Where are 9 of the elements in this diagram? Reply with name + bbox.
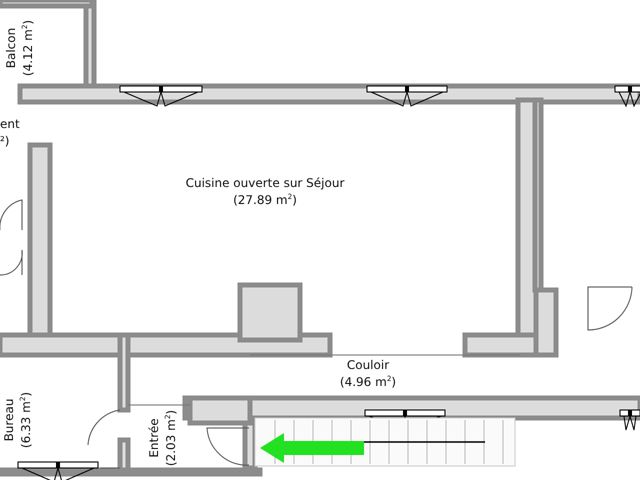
room-label: ent: [0, 117, 20, 131]
room-label: (4.96 m$^{2}$): [340, 374, 396, 391]
room-label: Cuisine ouverte sur Séjour: [186, 175, 344, 192]
room-label: Couloir: [346, 357, 390, 374]
room-label: Balcon: [3, 28, 20, 68]
room-label: Entrée: [146, 418, 162, 458]
room-label: ²): [0, 134, 10, 148]
room-label: (27.89 m$^{2}$): [233, 192, 297, 209]
room-label: Bureau: [1, 398, 18, 442]
